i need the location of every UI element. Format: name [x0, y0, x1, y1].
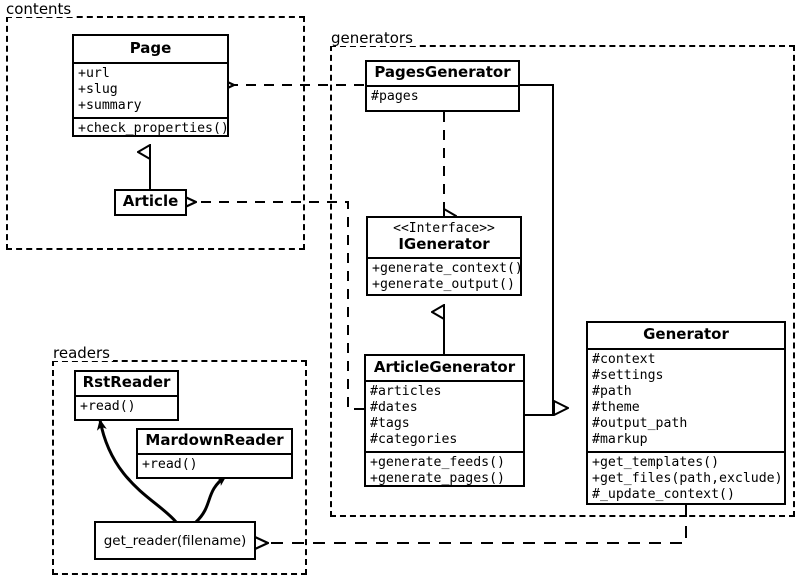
class-methods-igenerator: +generate_context() +generate_output()	[368, 257, 523, 296]
class-title-igenerator: IGenerator	[398, 235, 490, 253]
package-readers-frame	[52, 360, 307, 575]
class-stereotype-igenerator: <<Interface>>	[393, 221, 495, 236]
attribute-row: #theme	[592, 400, 640, 415]
attribute-row: #dates	[370, 400, 418, 415]
method-row: +check_properties()	[78, 121, 229, 136]
attribute-row: #context	[592, 352, 656, 367]
attribute-row: #settings	[592, 368, 664, 383]
method-row: +generate_context()	[372, 261, 523, 276]
class-methods-mardown-reader: +read()	[138, 453, 291, 476]
class-name-igenerator: <<Interface>> IGenerator	[368, 218, 520, 257]
class-attributes-generator: #context #settings #path #theme #output_…	[588, 348, 784, 451]
class-name-generator: Generator	[643, 325, 729, 343]
class-attributes-page: +url +slug +summary	[74, 62, 227, 117]
class-methods-rst-reader: +read()	[76, 395, 177, 418]
function-label-get-reader: get_reader(filename)	[103, 532, 247, 549]
attribute-row: #articles	[370, 384, 442, 399]
class-box-mardown-reader[interactable]: MardownReader +read()	[136, 428, 293, 479]
attribute-row: #path	[592, 384, 632, 399]
class-box-article-generator[interactable]: ArticleGenerator #articles #dates #tags …	[364, 354, 525, 487]
function-box-get-reader[interactable]: get_reader(filename)	[94, 521, 256, 560]
method-row: +read()	[80, 399, 136, 414]
attribute-row: #markup	[592, 432, 648, 447]
class-attributes-pages-generator: #pages	[367, 85, 518, 108]
attribute-row: +url	[78, 66, 110, 81]
attribute-row: #output_path	[592, 416, 688, 431]
class-box-pages-generator[interactable]: PagesGenerator #pages	[365, 60, 520, 112]
package-generators-frame	[330, 45, 795, 517]
class-name-mardown-reader: MardownReader	[145, 431, 284, 449]
attribute-row: +summary	[78, 98, 142, 113]
class-box-page[interactable]: Page +url +slug +summary +check_properti…	[72, 34, 229, 137]
method-row: #_update_context()	[592, 487, 735, 502]
class-name-pages-generator: PagesGenerator	[374, 63, 511, 81]
class-box-article[interactable]: Article	[114, 189, 187, 216]
attribute-row: #tags	[370, 416, 410, 431]
method-row: +generate_output()	[372, 277, 515, 292]
package-generators-label: generators	[329, 30, 416, 46]
attribute-row: +slug	[78, 82, 118, 97]
attribute-row: #pages	[371, 89, 419, 104]
class-box-igenerator[interactable]: <<Interface>> IGenerator +generate_conte…	[366, 216, 523, 296]
class-methods-page: +check_properties()	[74, 117, 229, 140]
class-name-article: Article	[122, 192, 179, 210]
class-box-generator[interactable]: Generator #context #settings #path #them…	[586, 321, 786, 505]
method-row: +read()	[142, 457, 198, 472]
method-row: +get_templates()	[592, 455, 720, 470]
class-methods-generator: +get_templates() +get_files(path,exclude…	[588, 451, 784, 506]
method-row: +get_files(path,exclude)	[592, 471, 783, 486]
package-contents-label: contents	[4, 1, 75, 17]
method-row: +generate_pages()	[370, 471, 505, 486]
package-contents-frame	[6, 16, 305, 250]
class-methods-article-generator: +generate_feeds() +generate_pages()	[366, 451, 523, 490]
package-readers-label: readers	[51, 345, 113, 361]
attribute-row: #categories	[370, 432, 458, 447]
method-row: +generate_feeds()	[370, 455, 505, 470]
class-name-article-generator: ArticleGenerator	[373, 358, 516, 376]
class-name-rst-reader: RstReader	[82, 373, 171, 391]
class-name-page: Page	[129, 39, 172, 57]
class-box-rst-reader[interactable]: RstReader +read()	[74, 370, 179, 421]
class-attributes-article-generator: #articles #dates #tags #categories	[366, 380, 523, 451]
